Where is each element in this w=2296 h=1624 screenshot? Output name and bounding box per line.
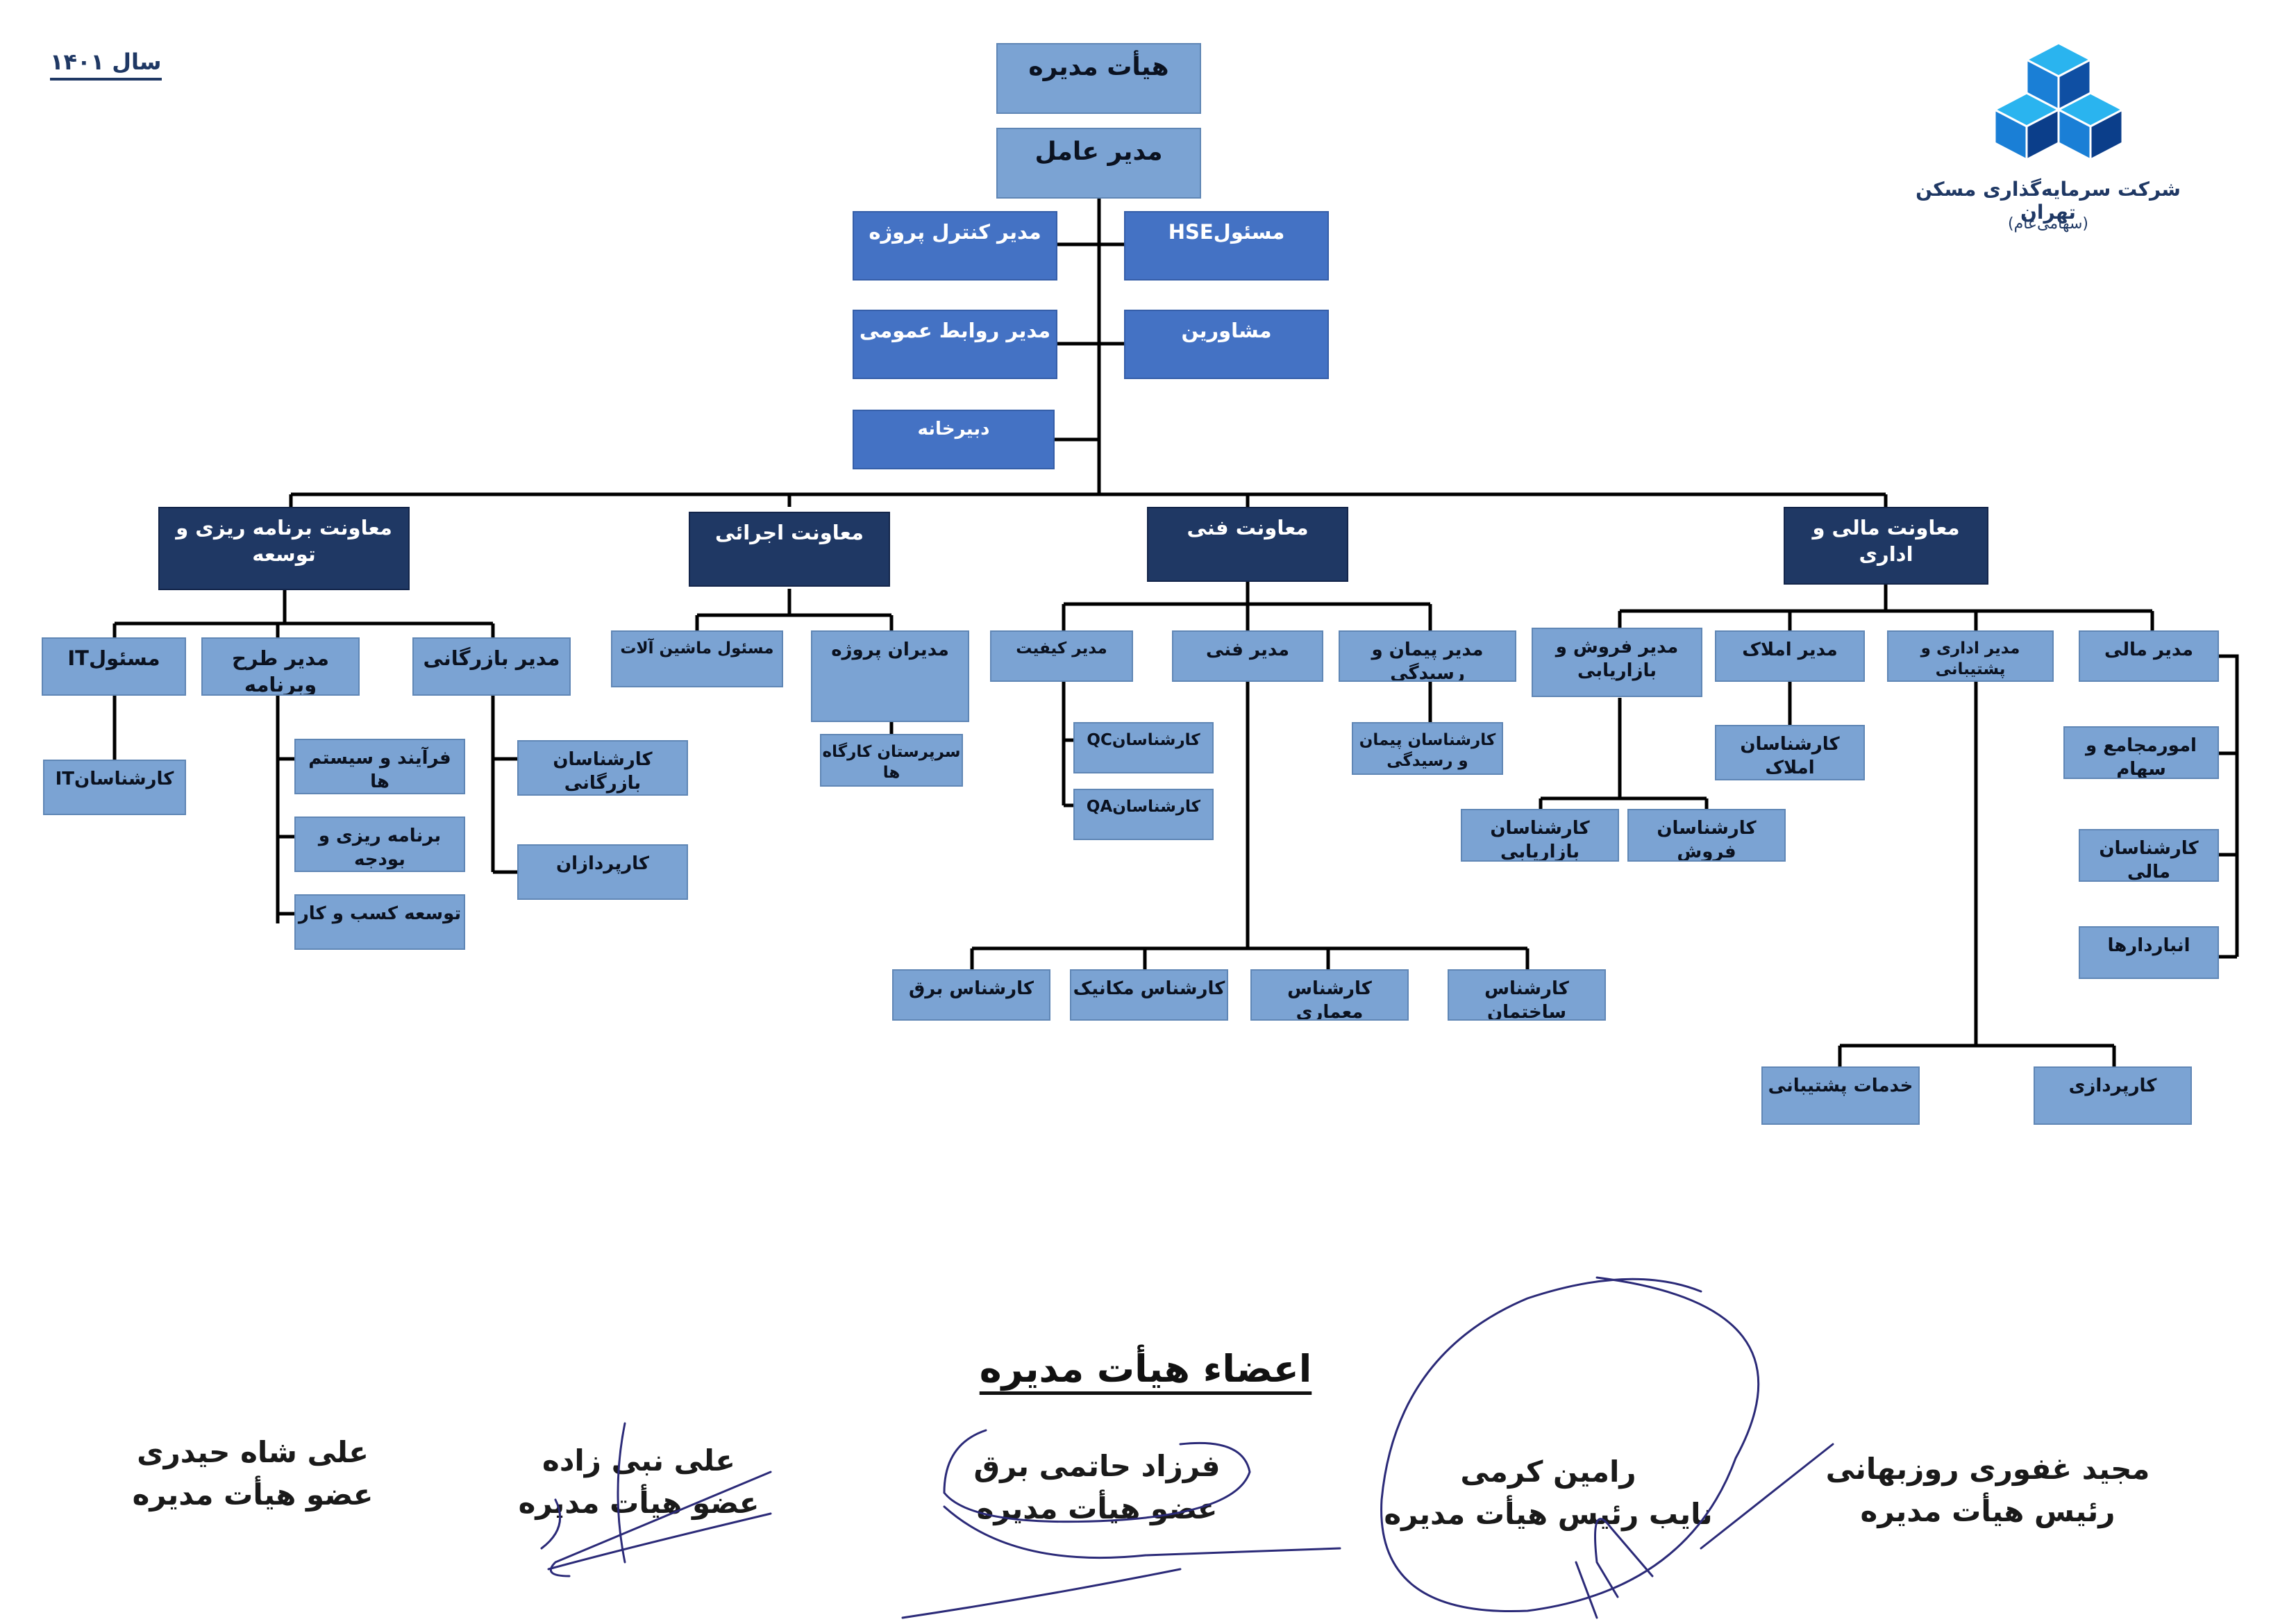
member-5: علی شاه حیدری عضو هیأت مدیره (58, 1432, 447, 1516)
box-project-control: مدیر کنترل پروژه (853, 211, 1057, 281)
box-contract-manager: مدیر پیمان و رسیدگی (1339, 630, 1516, 682)
member-4-name: علی نبی زاده (542, 1443, 735, 1477)
member-5-role: عضو هیأت مدیره (132, 1477, 374, 1512)
member-2: رامین کرمی نایب رئیس هیأت مدیره (1354, 1451, 1743, 1536)
member-1-role: رئیس هیأت مدیره (1860, 1493, 2115, 1528)
box-procurement-agents: کارپردازان (517, 844, 688, 900)
member-4-role: عضو هیأت مدیره (518, 1485, 760, 1520)
box-electrical-expert: کارشناس برق (892, 969, 1050, 1021)
box-contract-experts: کارشناسان پیمان و رسیدگی (1352, 722, 1503, 775)
box-procurement: کارپردازی (2034, 1066, 2192, 1125)
box-finance-experts: کارشناسان مالی (2079, 829, 2219, 882)
box-ceo: مدیر عامل (996, 128, 1201, 199)
box-commerce-experts: کارشناسان بازرگانی (517, 740, 688, 796)
box-deputy-technical: معاونت فنی (1147, 507, 1348, 582)
box-budget: برنامه ریزی و بودجه (294, 817, 465, 872)
member-1-name: مجید غفوری روزبهانی (1825, 1452, 2150, 1486)
box-commerce-manager: مدیر بازرگانی (412, 637, 571, 696)
box-it-experts: کارشناسانIT (43, 760, 186, 815)
box-qa-experts: کارشناسانQA (1073, 789, 1214, 840)
box-technical-manager: مدیر فنی (1172, 630, 1323, 682)
member-3-name: فرزاد حاتمی برق (973, 1449, 1221, 1483)
box-architecture-expert: کارشناس معماری (1250, 969, 1409, 1021)
box-secretariat: دبیرخانه (853, 410, 1055, 469)
box-plan-manager: مدیر طرح وبرنامه (201, 637, 360, 696)
box-support-services: خدمات پشتیبانی (1761, 1066, 1920, 1125)
box-finance-manager: مدیر مالی (2079, 630, 2219, 682)
box-qc-experts: کارشناسانQC (1073, 722, 1214, 773)
box-deputy-finance: معاونت مالی و اداری (1784, 507, 1988, 585)
box-site-supervisors: سرپرستان کارگاه ها (820, 734, 963, 787)
member-3-role: عضو هیأت مدیره (976, 1491, 1218, 1525)
box-sales-experts: کارشناسان فروش (1627, 809, 1786, 862)
box-advisors: مشاورین (1124, 310, 1329, 379)
box-shareholders: امورمجامع و سهام (2063, 726, 2219, 779)
member-2-role: نایب رئیس هیأت مدیره (1384, 1496, 1713, 1531)
company-subtitle: (سهامی‌عام) (2007, 215, 2088, 233)
box-sales-manager: مدیر فروش و بازاریابی (1532, 628, 1702, 697)
member-3: فرزاد حاتمی برق عضو هیأت مدیره (903, 1446, 1291, 1530)
member-5-name: علی شاه حیدری (137, 1435, 369, 1469)
box-building-expert: کارشناس ساختمان (1448, 969, 1606, 1021)
box-deputy-executive: معاونت اجرائی (689, 512, 890, 587)
members-title: اعضاء هیأت مدیره (979, 1347, 1312, 1391)
company-name: شرکت سرمایه‌گذاری مسکن تهران (1916, 178, 2181, 224)
member-4: علی نبی زاده عضو هیأت مدیره (444, 1440, 833, 1525)
box-property-experts: کارشناسان املاک (1715, 725, 1865, 780)
box-admin-manager: مدیر اداری و پشتیبانی (1887, 630, 2054, 682)
box-processes: فرآیند و سیستم ها (294, 739, 465, 794)
year-label: سال ۱۴۰۱ (50, 49, 162, 81)
box-quality-manager: مدیر کیفیت (990, 630, 1133, 682)
box-public-relations: مدیر روابط عمومی (853, 310, 1057, 379)
box-property-manager: مدیر املاک (1715, 630, 1865, 682)
member-2-name: رامین کرمی (1460, 1455, 1636, 1489)
company-logo-icon (1993, 42, 2124, 161)
box-business-dev: توسعه کسب و کار (294, 894, 465, 950)
box-warehouse: انباردارها (2079, 926, 2219, 979)
box-mechanical-expert: کارشناس مکانیک (1070, 969, 1228, 1021)
box-board: هیأت مدیره (996, 43, 1201, 114)
box-deputy-planning: معاونت برنامه ریزی و توسعه (158, 507, 410, 590)
box-machinery: مسئول ماشین آلات (611, 630, 783, 687)
member-1: مجید غفوری روزبهانی رئیس هیأت مدیره (1793, 1448, 2182, 1533)
box-marketing-experts: کارشناسان بازاریابی (1461, 809, 1619, 862)
box-hse: مسئولHSE (1124, 211, 1329, 281)
box-it-officer: مسئولIT (42, 637, 186, 696)
box-project-managers: مدیران پروژه (811, 630, 969, 722)
